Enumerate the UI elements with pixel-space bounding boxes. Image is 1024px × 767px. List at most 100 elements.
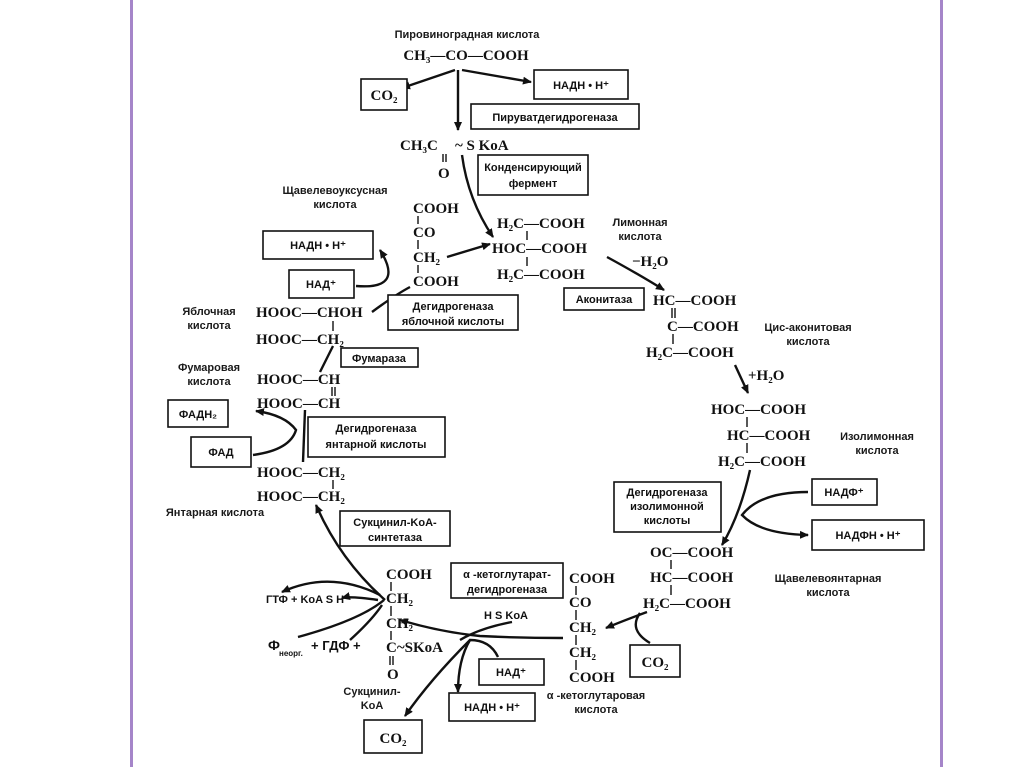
svg-text:кислота: кислота [786,336,830,348]
svg-text:Фумаровая: Фумаровая [178,362,240,374]
arrow-nadp-nadph [740,490,809,539]
nadh-malate-box: НАДН • Н⁺ [262,230,374,260]
svg-text:Пируватдегидрогеназа: Пируватдегидрогеназа [492,112,618,124]
svg-text:Дегидрогеназа: Дегидрогеназа [413,301,495,313]
svg-text:+ ГДФ +: + ГДФ + [311,638,361,653]
frame-line-left [130,0,133,767]
arrow-gdp-in2 [349,604,383,641]
svg-text:кислота: кислота [574,704,618,716]
arrow-co2-release-akg [634,612,651,645]
succinyl-coa: COOH CH₂ CH₂ C~SKoA O Сукцинил- KoA [343,567,443,712]
svg-text:~ S KoA: ~ S KoA [455,138,509,154]
svg-text:HOOC—CH₂: HOOC—CH₂ [256,332,344,348]
svg-text:Дегидрогеназа: Дегидрогеназа [627,487,709,499]
arrow-succinylcoa-succinate [314,504,386,601]
svg-text:дегидрогеназа: дегидрогеназа [467,584,548,596]
co2-top-box: CO₂ [360,78,408,111]
svg-text:HC—COOH: HC—COOH [727,428,811,444]
svg-text:C~SKoA: C~SKoA [386,640,443,656]
svg-text:HOOC—CH₂: HOOC—CH₂ [257,465,345,481]
svg-text:Конденсирующий: Конденсирующий [484,162,582,174]
succinate-dehydrogenase-box: Дегидрогеназа янтарной кислоты [307,416,446,458]
arrow-pyruvate-co2 [401,68,456,90]
svg-text:Янтарная кислота: Янтарная кислота [166,507,265,519]
svg-text:O: O [387,667,399,683]
arrow-gtp-out1 [281,580,381,597]
svg-text:ФАДН₂: ФАДН₂ [179,409,217,421]
nadh-akg-box: НАДН • Н⁺ [448,692,536,722]
arrow-isocitrate-oxalosuccinate [720,469,752,546]
fumarate: HOOC—CH HOOC—CH Фумаровая кислота [178,362,341,412]
svg-text:HOOC—CHOH: HOOC—CHOH [256,305,363,321]
arrow-fumarate-malate [318,345,335,373]
svg-text:COOH: COOH [413,201,459,217]
svg-text:COOH: COOH [569,571,615,587]
cis-aconitate: HC—COOH C—COOH H₂C—COOH Цис-аконитовая к… [646,293,852,361]
nad-malate-box: НАД⁺ [288,269,355,299]
svg-text:Дегидрогеназа: Дегидрогеназа [336,423,418,435]
svg-text:Щавелевоуксусная: Щавелевоуксусная [282,185,387,197]
svg-text:CO: CO [569,595,592,611]
svg-text:янтарной кислоты: янтарной кислоты [326,439,427,451]
svg-text:Сукцинил-KoA-: Сукцинил-KoA- [353,517,437,529]
oxaloacetate: Щавелевоуксусная кислота COOH CO CH₂ COO… [282,185,459,290]
svg-text:HOOC—CH₂: HOOC—CH₂ [257,489,345,505]
svg-text:CH₂: CH₂ [413,250,441,266]
svg-text:HC—COOH: HC—COOH [653,293,737,309]
svg-text:ФАД: ФАД [208,447,233,459]
svg-text:α -кетоглутаровая: α -кетоглутаровая [547,690,645,702]
hskoa-label: H S KoA [484,610,528,622]
acetyl-coa: CH₃C ~ S KoA O [400,138,509,182]
svg-text:кислота: кислота [313,199,357,211]
svg-text:НАДН • Н⁺: НАДН • Н⁺ [553,80,609,92]
svg-text:кислота: кислота [618,231,662,243]
svg-text:кислоты: кислоты [644,515,690,527]
svg-text:Цис-аконитовая: Цис-аконитовая [764,322,851,334]
svg-text:HOC—COOH: HOC—COOH [711,402,806,418]
citrate: H₂C—COOH HOC—COOH H₂C—COOH Лимонная кисл… [492,216,668,283]
svg-text:CO₂: CO₂ [642,655,670,671]
svg-text:CH₂: CH₂ [386,591,414,607]
gtp-koash-label: ГТФ + KoA S H [266,594,344,606]
fadh2-box: ФАДН₂ [167,399,229,428]
svg-text:CH₂: CH₂ [569,645,597,661]
arrow-pi-gdp-in [297,599,385,639]
svg-text:Яблочная: Яблочная [182,306,235,318]
svg-text:НАД⁺: НАД⁺ [496,667,526,679]
svg-text:кислота: кислота [806,587,850,599]
condensing-enzyme-box: Конденсирующий фермент [477,154,589,196]
pi-gdp-label: Ф неорг. + ГДФ + [268,637,361,658]
arrow-nad-nadh-malate [355,249,390,288]
oxalosuccinate: OC—COOH HC—COOH H₂C—COOH Щавелевоянтарна… [643,545,881,612]
isocitrate: HOC—COOH HC—COOH H₂C—COOH Изолимонная ки… [711,402,914,470]
svg-text:Изолимонная: Изолимонная [840,431,914,443]
arrow-co2-bottom [404,639,471,717]
plus-h2o-label: +H₂O [748,368,784,384]
svg-text:C—COOH: C—COOH [667,319,739,335]
arrow-succinate-fumarate [301,409,307,463]
svg-text:НАДФН • Н⁺: НАДФН • Н⁺ [835,530,900,542]
aconitase-box: Аконитаза [563,287,645,311]
arrow-hskoa-in [459,620,513,642]
svg-text:кислота: кислота [187,376,231,388]
arrow-gtp-out2 [341,592,379,602]
svg-text:KoA: KoA [361,700,384,712]
svg-text:HC—COOH: HC—COOH [650,570,734,586]
isocitrate-dehydrogenase-box: Дегидрогеназа изолимонной кислоты [613,481,722,533]
svg-text:HOOC—CH: HOOC—CH [257,372,341,388]
svg-text:CO: CO [413,225,436,241]
svg-text:кислота: кислота [855,445,899,457]
svg-text:неорг.: неорг. [279,649,303,658]
arrow-pyruvate-nadh [461,68,532,85]
alpha-ketoglutarate: COOH CO CH₂ CH₂ COOH α -кетоглутаровая к… [547,571,645,716]
svg-text:изолимонной: изолимонной [630,501,704,513]
svg-text:Сукцинил-: Сукцинил- [343,686,400,698]
svg-text:O: O [438,166,450,182]
succinyl-coa-synthetase-box: Сукцинил-KoA- синтетаза [339,510,451,547]
svg-text:COOH: COOH [413,274,459,290]
svg-text:Фумараза: Фумараза [352,353,407,365]
svg-text:CH₂: CH₂ [386,616,414,632]
svg-text:Аконитаза: Аконитаза [576,294,633,306]
nad-akg-box: НАД⁺ [478,658,545,686]
